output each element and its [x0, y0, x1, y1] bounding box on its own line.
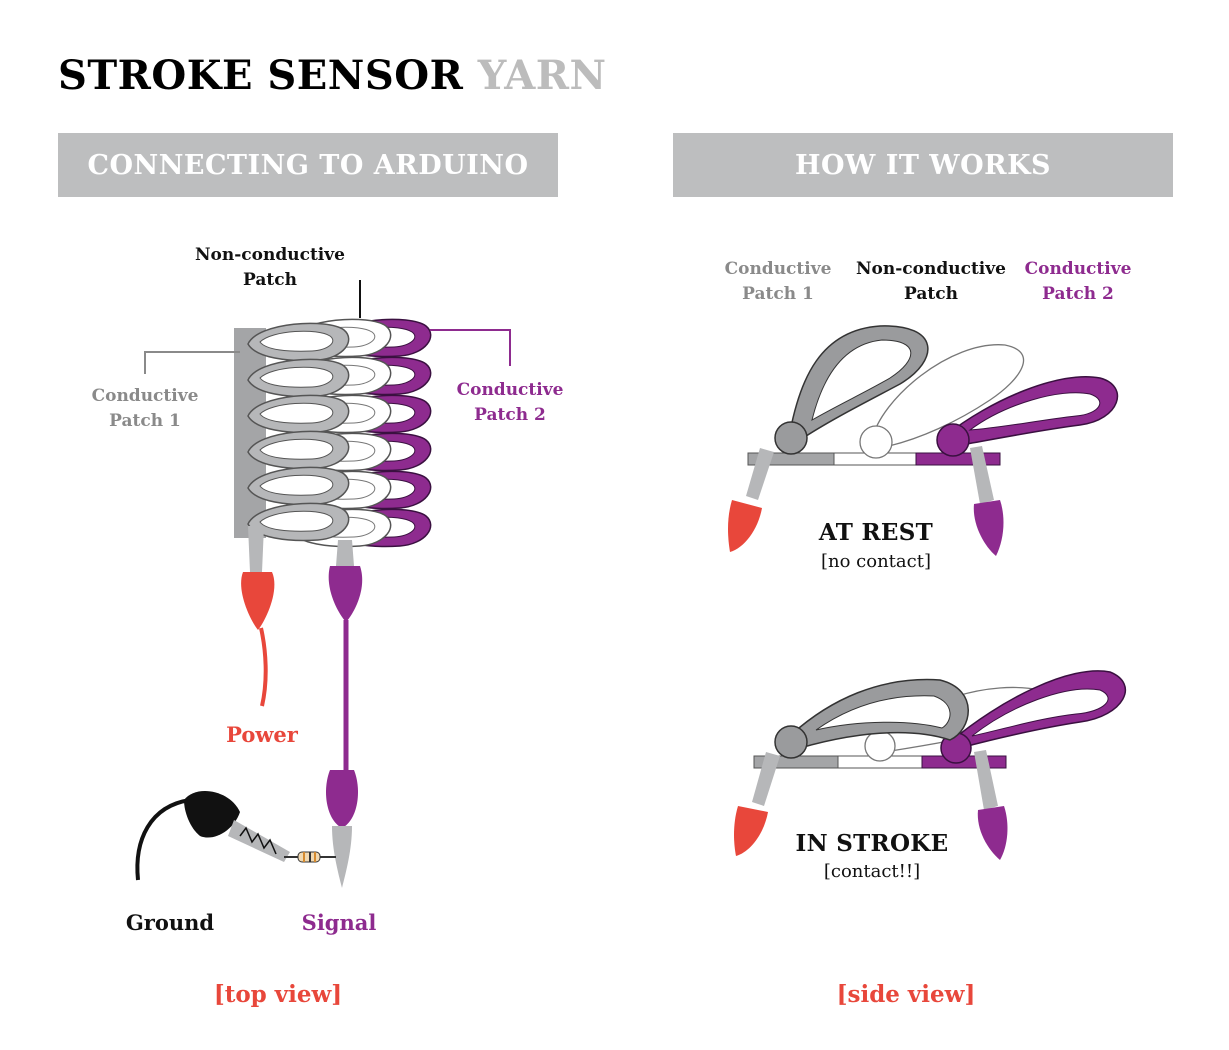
label-signal: Signal — [301, 910, 377, 935]
label-ground: Ground — [125, 910, 215, 935]
top-view-patch — [234, 318, 432, 548]
caption-top-view: [top view] — [213, 981, 343, 1008]
in-stroke-title: IN STROKE — [795, 830, 949, 857]
label-conductive2-top: Conductive Patch 2 — [456, 380, 564, 425]
label-conductive1-top: Conductive Patch 1 — [91, 386, 199, 431]
label-nonconductive-top: Non-conductive Patch — [195, 245, 345, 290]
at-rest-title: AT REST — [818, 519, 934, 546]
title-main: STROKE SENSOR — [58, 52, 464, 99]
ground-clip — [135, 790, 336, 881]
side-view-in-stroke — [734, 670, 1127, 860]
power-clip — [241, 526, 275, 707]
label-power: Power — [226, 722, 298, 747]
in-stroke-subtitle: [contact!!] — [823, 861, 921, 882]
signal-clip — [326, 540, 363, 888]
banner-connecting: CONNECTING TO ARDUINO — [58, 133, 558, 197]
title-accent: YARN — [477, 52, 607, 99]
label-conductive2-side: Conductive Patch 2 — [1024, 259, 1132, 304]
caption-side-view: [side view] — [836, 981, 976, 1008]
at-rest-subtitle: [no contact] — [821, 551, 931, 572]
banner-how-it-works: HOW IT WORKS — [673, 133, 1173, 197]
label-nonconductive-side: Non-conductive Patch — [856, 259, 1006, 304]
label-conductive1-side: Conductive Patch 1 — [724, 259, 832, 304]
side-view-at-rest — [728, 325, 1119, 556]
page-title: STROKE SENSOR YARN — [58, 52, 607, 99]
